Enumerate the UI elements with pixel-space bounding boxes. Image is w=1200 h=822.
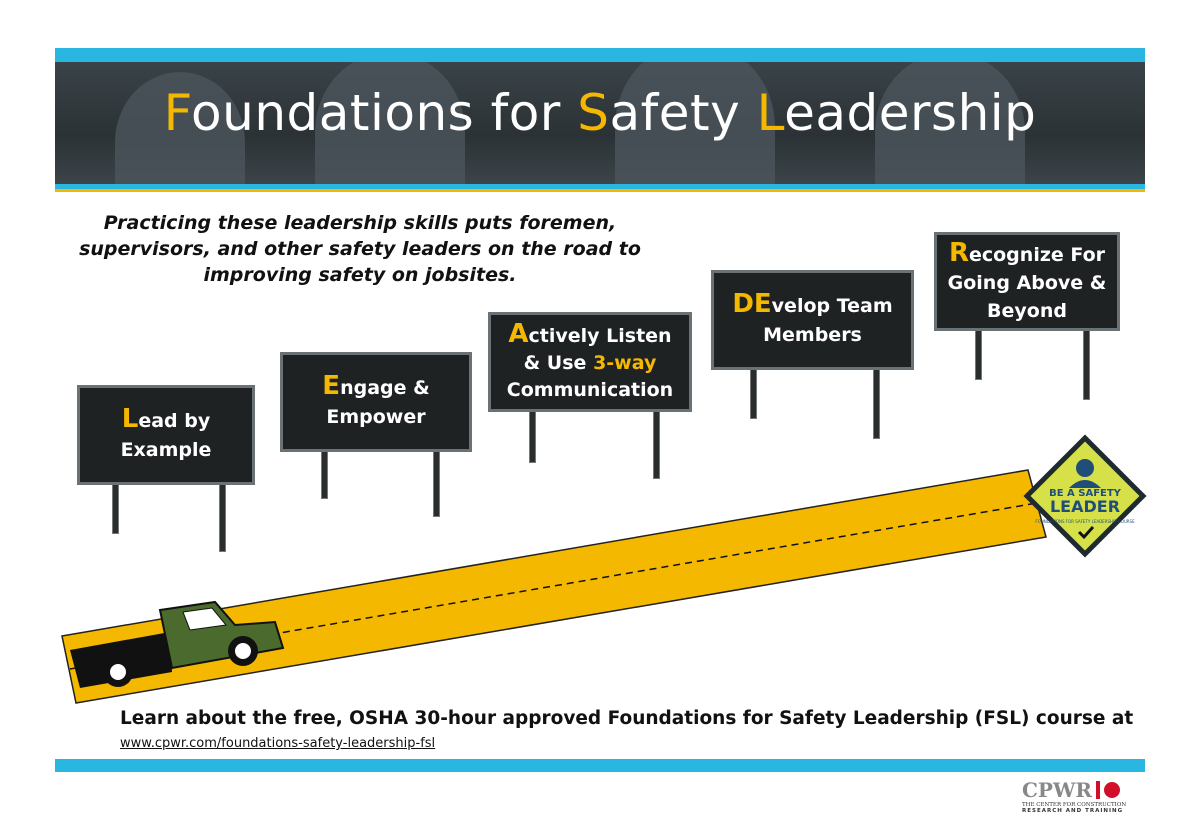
road [61,469,1047,704]
header-yellow-line [55,189,1145,192]
sign-engage-empower: Engage &Empower [280,352,472,452]
cpwr-logo: CPWR THE CENTER FOR CONSTRUCTION RESEARC… [1022,778,1127,814]
svg-text:FOUNDATIONS FOR SAFETY LEADERS: FOUNDATIONS FOR SAFETY LEADERSHIP COURSE [1035,519,1135,524]
be-a-safety-leader-badge: BE A SAFETY LEADER FOUNDATIONS FOR SAFET… [1023,434,1147,558]
road-center-line [69,502,1038,670]
top-blue-bar [55,48,1145,62]
course-info-text: Learn about the free, OSHA 30-hour appro… [120,708,1134,729]
pickup-truck-icon [70,600,285,688]
header-stripe [55,184,1145,189]
svg-text:BE A SAFETY: BE A SAFETY [1049,488,1122,499]
svg-text:LEADER: LEADER [1050,497,1120,516]
bottom-blue-bar [55,759,1145,772]
header-banner: Foundations for Safety Leadership [55,62,1145,184]
course-link[interactable]: www.cpwr.com/foundations-safety-leadersh… [120,736,436,751]
page-title: Foundations for Safety Leadership [163,84,1037,142]
intro-text: Practicing these leadership skills puts … [79,212,641,286]
